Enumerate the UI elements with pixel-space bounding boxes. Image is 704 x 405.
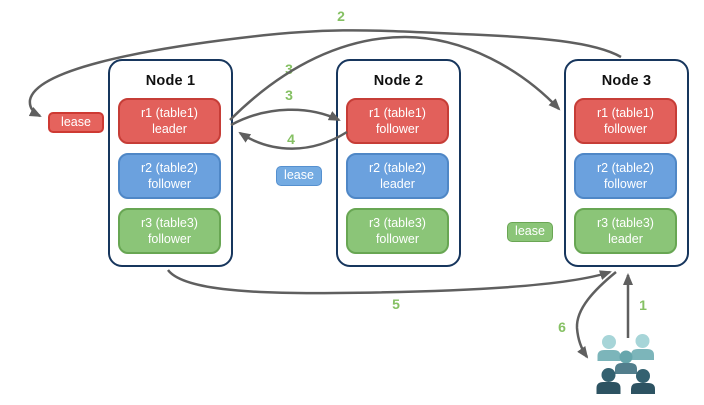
replica-role: leader [380,177,415,191]
replica-name: r3 (table3) [597,215,654,230]
lease-badge-table1: lease [48,112,104,133]
replica-name: r2 (table2) [597,160,654,175]
node-1-title: Node 1 [145,73,196,89]
step-label-4: 4 [287,131,295,147]
node3-replica-r3: r3 (table3) leader [574,208,677,254]
node1-replica-r1: r1 (table1) leader [118,98,221,144]
lease-badge-table3: lease [507,222,553,242]
lease-badge-table2: lease [276,166,322,186]
replica-name: r3 (table3) [369,215,426,230]
step-label-3a: 3 [285,61,293,77]
node2-replica-r1: r1 (table1) follower [346,98,449,144]
arrow-3-leader-to-node2 [230,108,341,127]
node3-replica-r2: r2 (table2) follower [574,153,677,199]
node3-replica-r1: r1 (table1) follower [574,98,677,144]
arrow-6-node3-to-clients [575,271,617,359]
replica-name: r3 (table3) [141,215,198,230]
replica-role: follower [603,122,648,136]
arrow-5-node1-to-node3 [166,269,612,295]
users-group-icon [596,334,655,394]
replica-role: follower [375,232,420,246]
step-label-6: 6 [558,319,566,335]
node1-replica-r3: r3 (table3) follower [118,208,221,254]
replica-name: r2 (table2) [141,160,198,175]
step-label-1: 1 [639,297,647,313]
node-3-title: Node 3 [601,73,652,89]
node1-replica-r2: r2 (table2) follower [118,153,221,199]
node-1-box: Node 1 r1 (table1) leader r2 (table2) fo… [108,59,233,267]
replica-role: follower [603,177,648,191]
replica-role: follower [147,177,192,191]
replica-role: follower [375,122,420,136]
replica-role: follower [147,232,192,246]
replica-role: leader [152,122,187,136]
step-label-3b: 3 [285,87,293,103]
step-label-5: 5 [392,296,400,312]
replica-name: r1 (table1) [369,105,426,120]
node-3-box: Node 3 r1 (table1) follower r2 (table2) … [564,59,689,267]
replica-name: r1 (table1) [141,105,198,120]
node-2-box: Node 2 r1 (table1) follower r2 (table2) … [336,59,461,267]
replica-role: leader [608,232,643,246]
step-label-2: 2 [337,8,345,24]
node-2-title: Node 2 [373,73,424,89]
node2-replica-r3: r3 (table3) follower [346,208,449,254]
replica-name: r2 (table2) [369,160,426,175]
node2-replica-r2: r2 (table2) leader [346,153,449,199]
replica-name: r1 (table1) [597,105,654,120]
